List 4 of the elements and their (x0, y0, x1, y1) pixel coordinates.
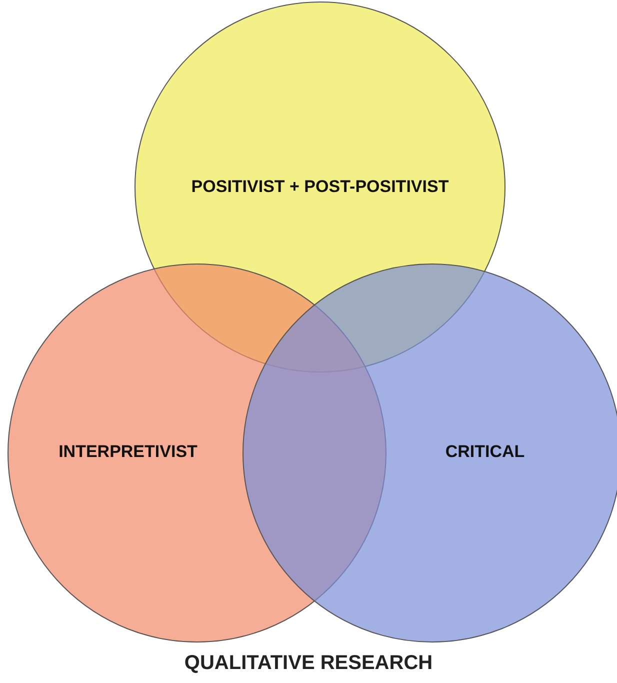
caption: QUALITATIVE RESEARCH (184, 652, 433, 675)
circle-label: CRITICAL (445, 442, 525, 462)
circle-label: POSITIVIST + POST-POSITIVIST (191, 177, 449, 197)
circle-label: INTERPRETIVIST (58, 442, 198, 462)
